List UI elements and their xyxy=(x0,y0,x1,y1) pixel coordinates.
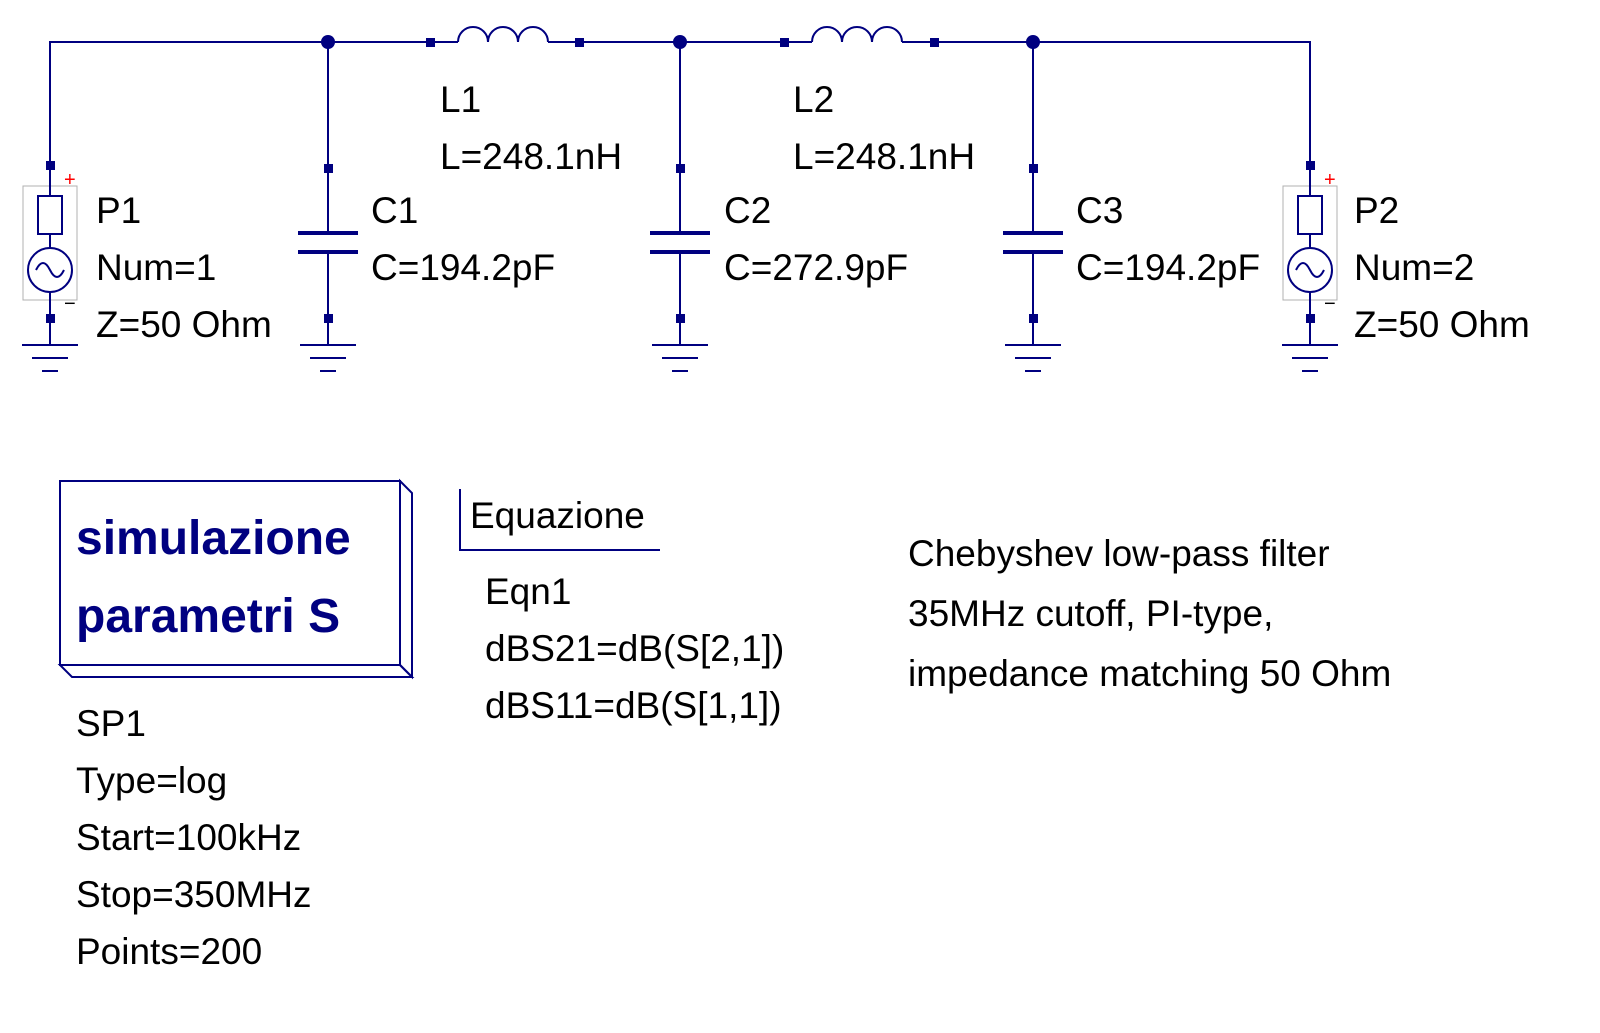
wires xyxy=(49,41,1311,168)
inductor-l1-name: L1 xyxy=(440,79,481,120)
junction-dot xyxy=(1026,35,1040,49)
capacitor-c3[interactable] xyxy=(1003,164,1063,323)
capacitor-c2[interactable] xyxy=(650,164,710,323)
capacitor-c1-value: C=194.2pF xyxy=(371,247,555,288)
port-p1[interactable] xyxy=(22,161,78,323)
note-line-2: 35MHz cutoff, PI-type, xyxy=(908,593,1273,634)
inductor-l1-value: L=248.1nH xyxy=(440,136,622,177)
port-p1-impedance: Z=50 Ohm xyxy=(96,304,272,345)
inductor-l2[interactable] xyxy=(780,26,939,47)
port-plus-mark: + xyxy=(1324,169,1336,191)
ground-icon xyxy=(1282,318,1338,372)
inductor-l1[interactable] xyxy=(426,26,584,47)
ground-icon xyxy=(1005,318,1061,372)
port-p2-num: Num=2 xyxy=(1354,247,1474,288)
simulation-title-line2: parametri S xyxy=(76,590,340,643)
ground-icon xyxy=(22,318,78,372)
ground-icon xyxy=(300,318,356,372)
simulation-block[interactable]: simulazione parametri S xyxy=(57,478,415,680)
simulation-stop: Stop=350MHz xyxy=(76,874,312,915)
simulation-title-line1: simulazione xyxy=(76,512,351,565)
capacitor-c2-name: C2 xyxy=(724,190,771,231)
capacitor-c2-value: C=272.9pF xyxy=(724,247,908,288)
capacitor-c3-value: C=194.2pF xyxy=(1076,247,1260,288)
inductor-l2-value: L=248.1nH xyxy=(793,136,975,177)
ground-icon xyxy=(652,318,708,372)
equation-block[interactable]: Equazione xyxy=(459,489,660,551)
simulation-name: SP1 xyxy=(76,703,146,744)
capacitor-c1-name: C1 xyxy=(371,190,418,231)
port-p1-num: Num=1 xyxy=(96,247,216,288)
simulation-points: Points=200 xyxy=(76,931,262,972)
inductor-l2-name: L2 xyxy=(793,79,834,120)
equation-dbs11: dBS11=dB(S[1,1]) xyxy=(485,685,782,726)
equation-dbs21: dBS21=dB(S[2,1]) xyxy=(485,628,784,669)
equation-header: Equazione xyxy=(470,495,645,536)
port-p2-name: P2 xyxy=(1354,190,1399,231)
simulation-type: Type=log xyxy=(76,760,227,801)
port-p2-impedance: Z=50 Ohm xyxy=(1354,304,1530,345)
note-line-3: impedance matching 50 Ohm xyxy=(908,653,1391,694)
simulation-start: Start=100kHz xyxy=(76,817,301,858)
port-minus-mark: − xyxy=(1324,293,1336,315)
port-p1-name: P1 xyxy=(96,190,141,231)
capacitor-c1[interactable] xyxy=(298,164,358,323)
equation-name: Eqn1 xyxy=(485,571,571,612)
port-plus-mark: + xyxy=(64,169,76,191)
junction-dot xyxy=(321,35,335,49)
junction-dot xyxy=(673,35,687,49)
port-minus-mark: − xyxy=(64,293,76,315)
note-line-1: Chebyshev low-pass filter xyxy=(908,533,1330,574)
capacitor-c3-name: C3 xyxy=(1076,190,1123,231)
